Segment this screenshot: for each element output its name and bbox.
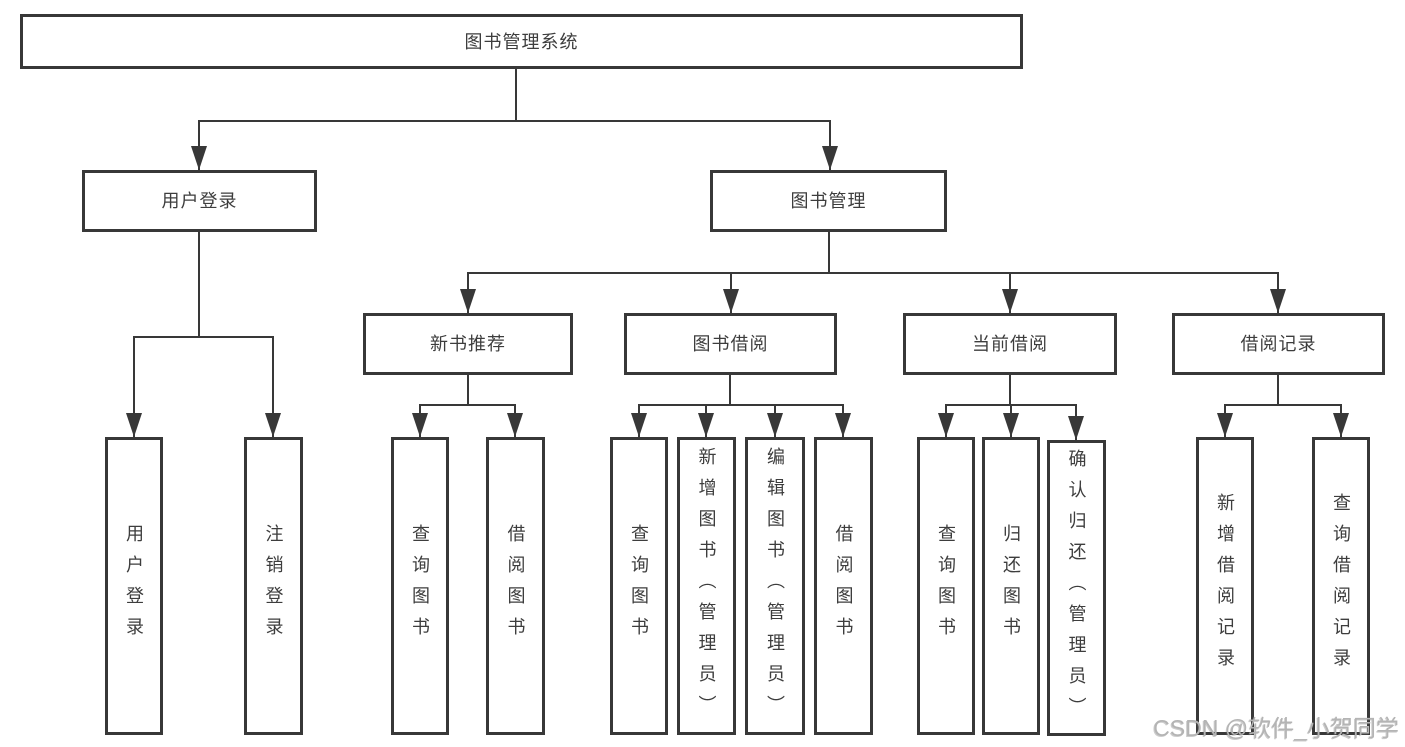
connector-user-login-branch <box>133 336 274 338</box>
arrow-down-current-return <box>1003 404 1019 437</box>
arrow-down-borrowing-edit <box>767 404 783 437</box>
arrow-down-records-query <box>1333 404 1349 437</box>
csdn-watermark: CSDN @软件_小贺同学 <box>1153 715 1399 741</box>
arrow-down-records-add <box>1217 404 1233 437</box>
arrow-down-to-leaf-user-login <box>126 336 142 437</box>
arrow-down-current-query <box>938 404 954 437</box>
leaf-borrowing-edit-books-admin: 编辑图书（管理员） <box>745 437 805 735</box>
leaf-user-login: 用户登录 <box>105 437 163 735</box>
connector-root-drop <box>515 69 517 121</box>
arrow-down-to-new-book-recommend <box>460 272 476 313</box>
node-new-book-recommend: 新书推荐 <box>363 313 573 375</box>
connector-recommend-drop <box>467 375 469 405</box>
node-root: 图书管理系统 <box>20 14 1023 69</box>
leaf-recommend-query-books: 查询图书 <box>391 437 449 735</box>
node-book-management: 图书管理 <box>710 170 947 232</box>
arrow-down-to-borrowing-records <box>1270 272 1286 313</box>
arrow-down-to-book-management <box>822 120 838 170</box>
leaf-borrowing-query-books: 查询图书 <box>610 437 668 735</box>
arrow-down-to-leaf-logout <box>265 336 281 437</box>
arrow-down-borrowing-query <box>631 404 647 437</box>
leaf-logout: 注销登录 <box>244 437 303 735</box>
connector-root-branch <box>199 120 831 122</box>
connector-user-login-drop <box>198 232 200 337</box>
arrow-down-to-current-borrowing <box>1002 272 1018 313</box>
arrow-down-recommend-query <box>412 404 428 437</box>
connector-book-management-branch <box>467 272 1279 274</box>
leaf-records-query-borrow-record: 查询借阅记录 <box>1312 437 1370 735</box>
connector-records-branch <box>1224 404 1342 406</box>
connector-book-management-drop <box>828 232 830 273</box>
node-current-borrowing: 当前借阅 <box>903 313 1117 375</box>
arrow-down-borrowing-borrow <box>835 404 851 437</box>
arrow-down-to-user-login <box>191 120 207 170</box>
connector-current-drop <box>1009 375 1011 405</box>
leaf-recommend-borrow-books: 借阅图书 <box>486 437 545 735</box>
leaf-current-query-books: 查询图书 <box>917 437 975 735</box>
connector-borrowing-drop <box>729 375 731 405</box>
node-book-borrowing: 图书借阅 <box>624 313 837 375</box>
node-user-login: 用户登录 <box>82 170 317 232</box>
arrow-down-to-book-borrowing <box>723 272 739 313</box>
leaf-current-confirm-return-admin: 确认归还（管理员） <box>1047 440 1106 736</box>
arrow-down-recommend-borrow <box>507 404 523 437</box>
leaf-borrowing-add-books-admin: 新增图书（管理员） <box>677 437 736 735</box>
arrow-down-current-confirm <box>1068 404 1084 440</box>
node-borrowing-records: 借阅记录 <box>1172 313 1385 375</box>
connector-recommend-branch <box>419 404 516 406</box>
arrow-down-borrowing-add <box>698 404 714 437</box>
leaf-borrowing-borrow-books: 借阅图书 <box>814 437 873 735</box>
leaf-current-return-books: 归还图书 <box>982 437 1040 735</box>
connector-borrowing-branch <box>638 404 844 406</box>
leaf-records-add-borrow-record: 新增借阅记录 <box>1196 437 1254 735</box>
connector-records-drop <box>1277 375 1279 405</box>
